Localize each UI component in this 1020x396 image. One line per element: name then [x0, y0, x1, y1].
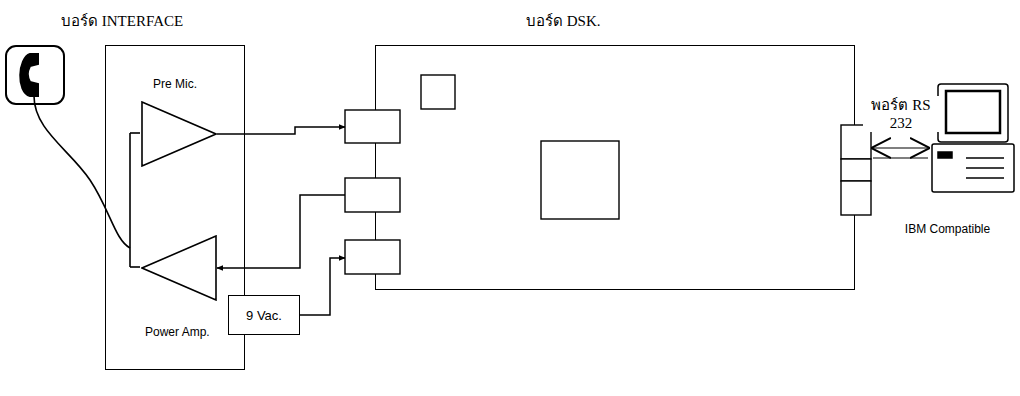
amplifier-symbol [141, 101, 217, 167]
signal-connector [300, 258, 345, 315]
serial-link-arrow [873, 147, 928, 148]
amplifier-symbol [141, 235, 217, 301]
drawing-stroke [541, 141, 619, 219]
preamp-triangle: Pre Mic. [133, 73, 225, 173]
power-supply-box: 9 Vac. [228, 295, 300, 335]
drawing-stroke [130, 132, 140, 134]
drawing-stroke [129, 133, 131, 267]
drawing-stroke [966, 167, 1004, 169]
dsk-board-parts [345, 45, 885, 305]
node-label: Power Amp. [145, 325, 210, 339]
drawing-stroke [421, 75, 455, 109]
drawing-stroke [946, 91, 1000, 133]
drawing-stroke [345, 240, 400, 274]
drawing-stroke [345, 178, 400, 212]
drawing-stroke [34, 96, 130, 248]
serial-link-arrow [873, 157, 928, 158]
drawing-stroke [142, 236, 216, 300]
drawing-stroke [142, 102, 216, 166]
drawing-stroke [345, 110, 400, 143]
drawing-stroke [966, 177, 1004, 179]
node-label: 9 Vac. [246, 308, 282, 323]
audio-wire [130, 133, 140, 267]
drawing-stroke [938, 152, 952, 158]
drawing-stroke [130, 266, 140, 268]
telephone-handset [6, 46, 130, 248]
power-amp-triangle: Power Amp. [129, 229, 229, 347]
signal-connector [217, 195, 345, 268]
signal-connector [217, 127, 345, 134]
dsk-board: บอร์ด DSK. [375, 45, 855, 290]
drawing-stroke [841, 181, 871, 215]
board-title: บอร์ด INTERFACE [61, 9, 183, 33]
node-label: Pre Mic. [153, 77, 197, 91]
drawing-stroke [932, 84, 1014, 192]
edge-label: พอร์ต RS 232 [863, 96, 939, 132]
drawing-stroke [6, 46, 64, 104]
drawing-stroke [938, 84, 1008, 142]
board-title: บอร์ด DSK. [526, 9, 601, 33]
drawing-stroke [841, 159, 871, 181]
drawing-stroke [20, 54, 38, 96]
drawing-stroke [932, 144, 1014, 192]
interface-board: บอร์ด INTERFACEPre Mic.Power Amp. [105, 45, 245, 370]
node-label: IBM Compatible [905, 222, 990, 236]
drawing-stroke [966, 157, 1004, 159]
